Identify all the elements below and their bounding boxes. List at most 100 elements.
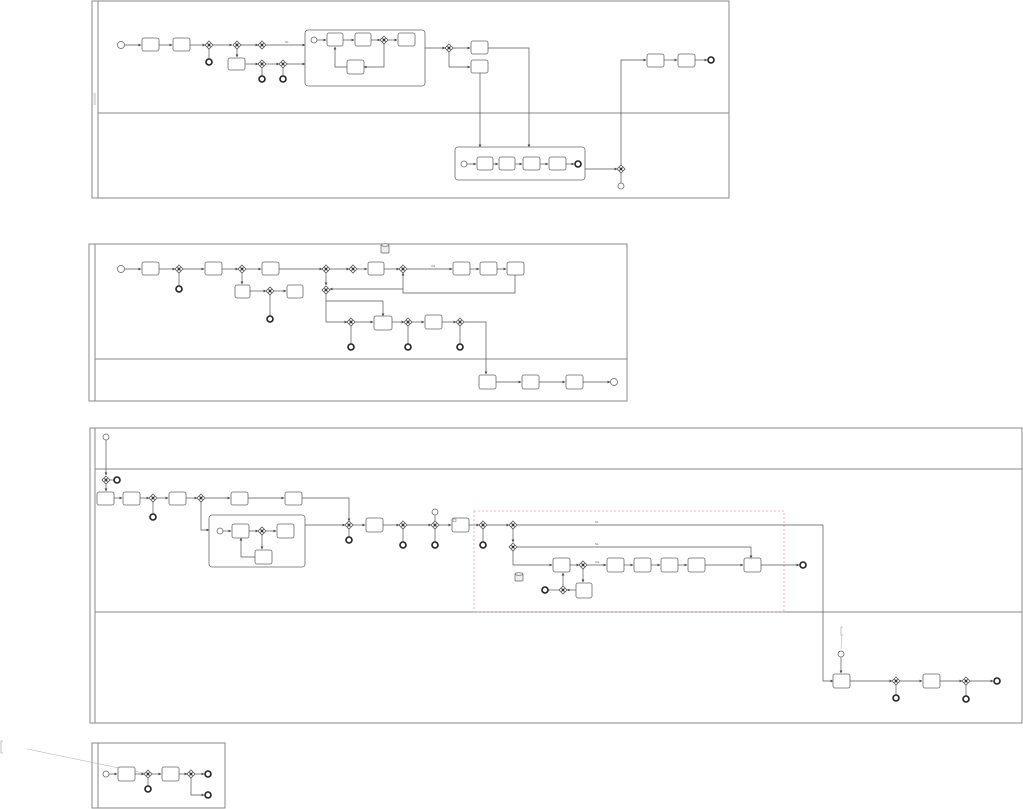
task[interactable] (479, 261, 498, 276)
task[interactable] (326, 32, 344, 47)
exclusive-gateway (237, 264, 247, 274)
task[interactable] (506, 261, 525, 276)
task[interactable] (168, 491, 187, 506)
end-event (892, 694, 900, 702)
task[interactable] (373, 315, 393, 331)
flow-label: No (285, 40, 289, 44)
exclusive-gateway (891, 676, 901, 686)
flow-label: Yes (595, 560, 600, 564)
exclusive-gateway (257, 59, 267, 69)
task[interactable] (261, 261, 280, 276)
task[interactable] (832, 673, 851, 689)
end-event (993, 677, 1001, 685)
exclusive-gateway (508, 520, 518, 530)
exclusive-gateway (101, 475, 111, 485)
exclusive-gateway (174, 264, 184, 274)
exclusive-gateway (508, 542, 518, 552)
intermediate-event (431, 508, 439, 516)
end-event (266, 315, 274, 323)
task[interactable] (141, 37, 160, 52)
exclusive-gateway (346, 317, 356, 327)
task[interactable] (204, 261, 223, 276)
exclusive-gateway (186, 769, 196, 779)
task[interactable] (743, 557, 762, 573)
exclusive-gateway (558, 585, 568, 595)
task[interactable] (354, 32, 372, 47)
end-event (204, 791, 212, 799)
task[interactable] (633, 557, 652, 573)
task[interactable] (565, 374, 584, 390)
task[interactable] (470, 40, 489, 55)
end-event (175, 285, 183, 293)
task[interactable] (476, 156, 494, 171)
data-store-icon (380, 243, 390, 254)
flow-label: Yes (431, 264, 436, 268)
task[interactable] (922, 673, 941, 689)
task[interactable] (227, 57, 246, 71)
task[interactable] (660, 557, 679, 573)
task[interactable] (230, 491, 249, 506)
task[interactable] (521, 374, 540, 390)
flow-label: No (595, 520, 599, 524)
end-event (962, 695, 970, 703)
task[interactable] (346, 59, 365, 75)
end-event (113, 476, 121, 484)
task[interactable] (687, 557, 706, 573)
exclusive-gateway (616, 164, 626, 174)
task[interactable] (234, 284, 251, 299)
end-event (456, 343, 464, 351)
exclusive-gateway (278, 59, 288, 69)
group (473, 510, 785, 613)
exclusive-gateway (204, 40, 214, 50)
task[interactable] (646, 53, 665, 68)
exclusive-gateway (398, 264, 408, 274)
task[interactable] (172, 37, 191, 52)
task[interactable] (254, 549, 273, 565)
task[interactable] (452, 261, 471, 276)
end-event (205, 58, 213, 66)
task[interactable] (141, 261, 160, 276)
start-event (102, 433, 110, 441)
task[interactable] (231, 523, 250, 539)
task[interactable] (552, 557, 571, 573)
task[interactable] (284, 491, 303, 506)
task[interactable] (117, 766, 136, 782)
task[interactable] (478, 374, 497, 390)
start-event (117, 265, 125, 273)
end-event (617, 182, 625, 190)
task[interactable] (365, 517, 384, 533)
exclusive-gateway (478, 520, 488, 530)
task[interactable] (276, 523, 295, 539)
task[interactable] (122, 491, 141, 506)
exclusive-gateway (961, 676, 971, 686)
task[interactable] (470, 59, 489, 74)
task[interactable] (161, 766, 180, 782)
task[interactable] (606, 557, 625, 573)
task[interactable] (397, 32, 416, 47)
data-store-icon (514, 572, 524, 582)
end-event (204, 770, 212, 778)
pool-1: No (91, 0, 730, 199)
end-event (541, 586, 549, 594)
task[interactable] (575, 582, 593, 599)
task[interactable] (498, 156, 516, 171)
task[interactable] (424, 314, 443, 330)
task[interactable] (96, 491, 115, 506)
task[interactable] (367, 261, 385, 276)
end-event (149, 513, 157, 521)
task[interactable] (677, 53, 696, 68)
task[interactable] (286, 284, 304, 299)
task[interactable] (522, 156, 541, 171)
start-event (837, 650, 845, 658)
end-event (404, 343, 412, 351)
task-type-icon (452, 518, 457, 522)
task[interactable] (548, 156, 567, 171)
start-event (117, 41, 125, 49)
exclusive-gateway (444, 43, 454, 53)
start-event (460, 160, 468, 168)
task[interactable] (451, 517, 470, 533)
exclusive-gateway (398, 520, 408, 530)
end-event (479, 541, 487, 549)
exclusive-gateway (430, 520, 440, 530)
exclusive-gateway (344, 520, 354, 530)
